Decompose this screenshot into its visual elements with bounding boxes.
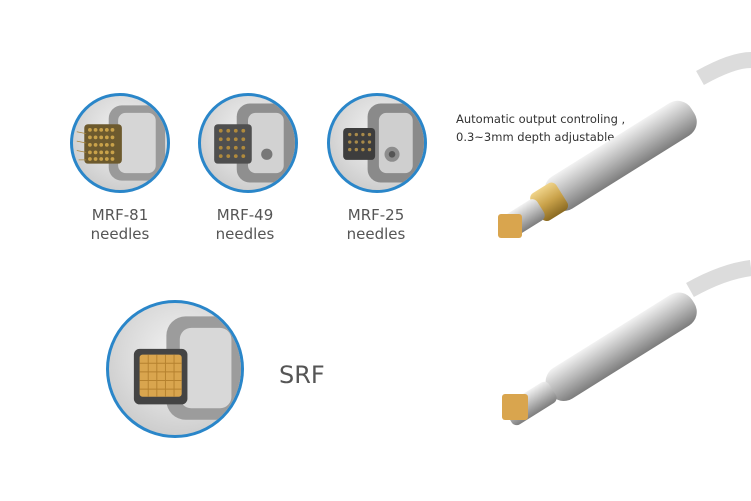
- mrf-49-unit: needles: [215, 225, 275, 243]
- mrf-25-name: MRF-25: [347, 206, 405, 224]
- mrf-49-name: MRF-49: [216, 206, 274, 224]
- mrf-81-unit: needles: [90, 225, 150, 243]
- mrf-25-unit: needles: [346, 225, 406, 243]
- mrf-tip-pad: [498, 214, 522, 238]
- srf-label: SRF: [279, 361, 325, 389]
- srf-tip-image: [106, 300, 244, 438]
- mrf-25-caption: MRF-25 needles: [326, 206, 426, 244]
- feature-line-2: 0.3~3mm depth adjustable: [456, 130, 615, 144]
- mrf-81-name: MRF-81: [91, 206, 149, 224]
- srf-handpiece: [502, 260, 751, 426]
- mrf-81-tip-image: [70, 93, 170, 193]
- srf-tip-pad: [502, 394, 528, 420]
- mrf-49-caption: MRF-49 needles: [195, 206, 295, 244]
- mrf-49-tip-image: [198, 93, 298, 193]
- feature-line-1: Automatic output controling ,: [456, 112, 626, 126]
- mrf-25-tip-image: [327, 93, 427, 193]
- mrf-81-caption: MRF-81 needles: [70, 206, 170, 244]
- feature-description: Automatic output controling , 0.3~3mm de…: [456, 110, 656, 146]
- mrf-handpiece: [498, 52, 751, 238]
